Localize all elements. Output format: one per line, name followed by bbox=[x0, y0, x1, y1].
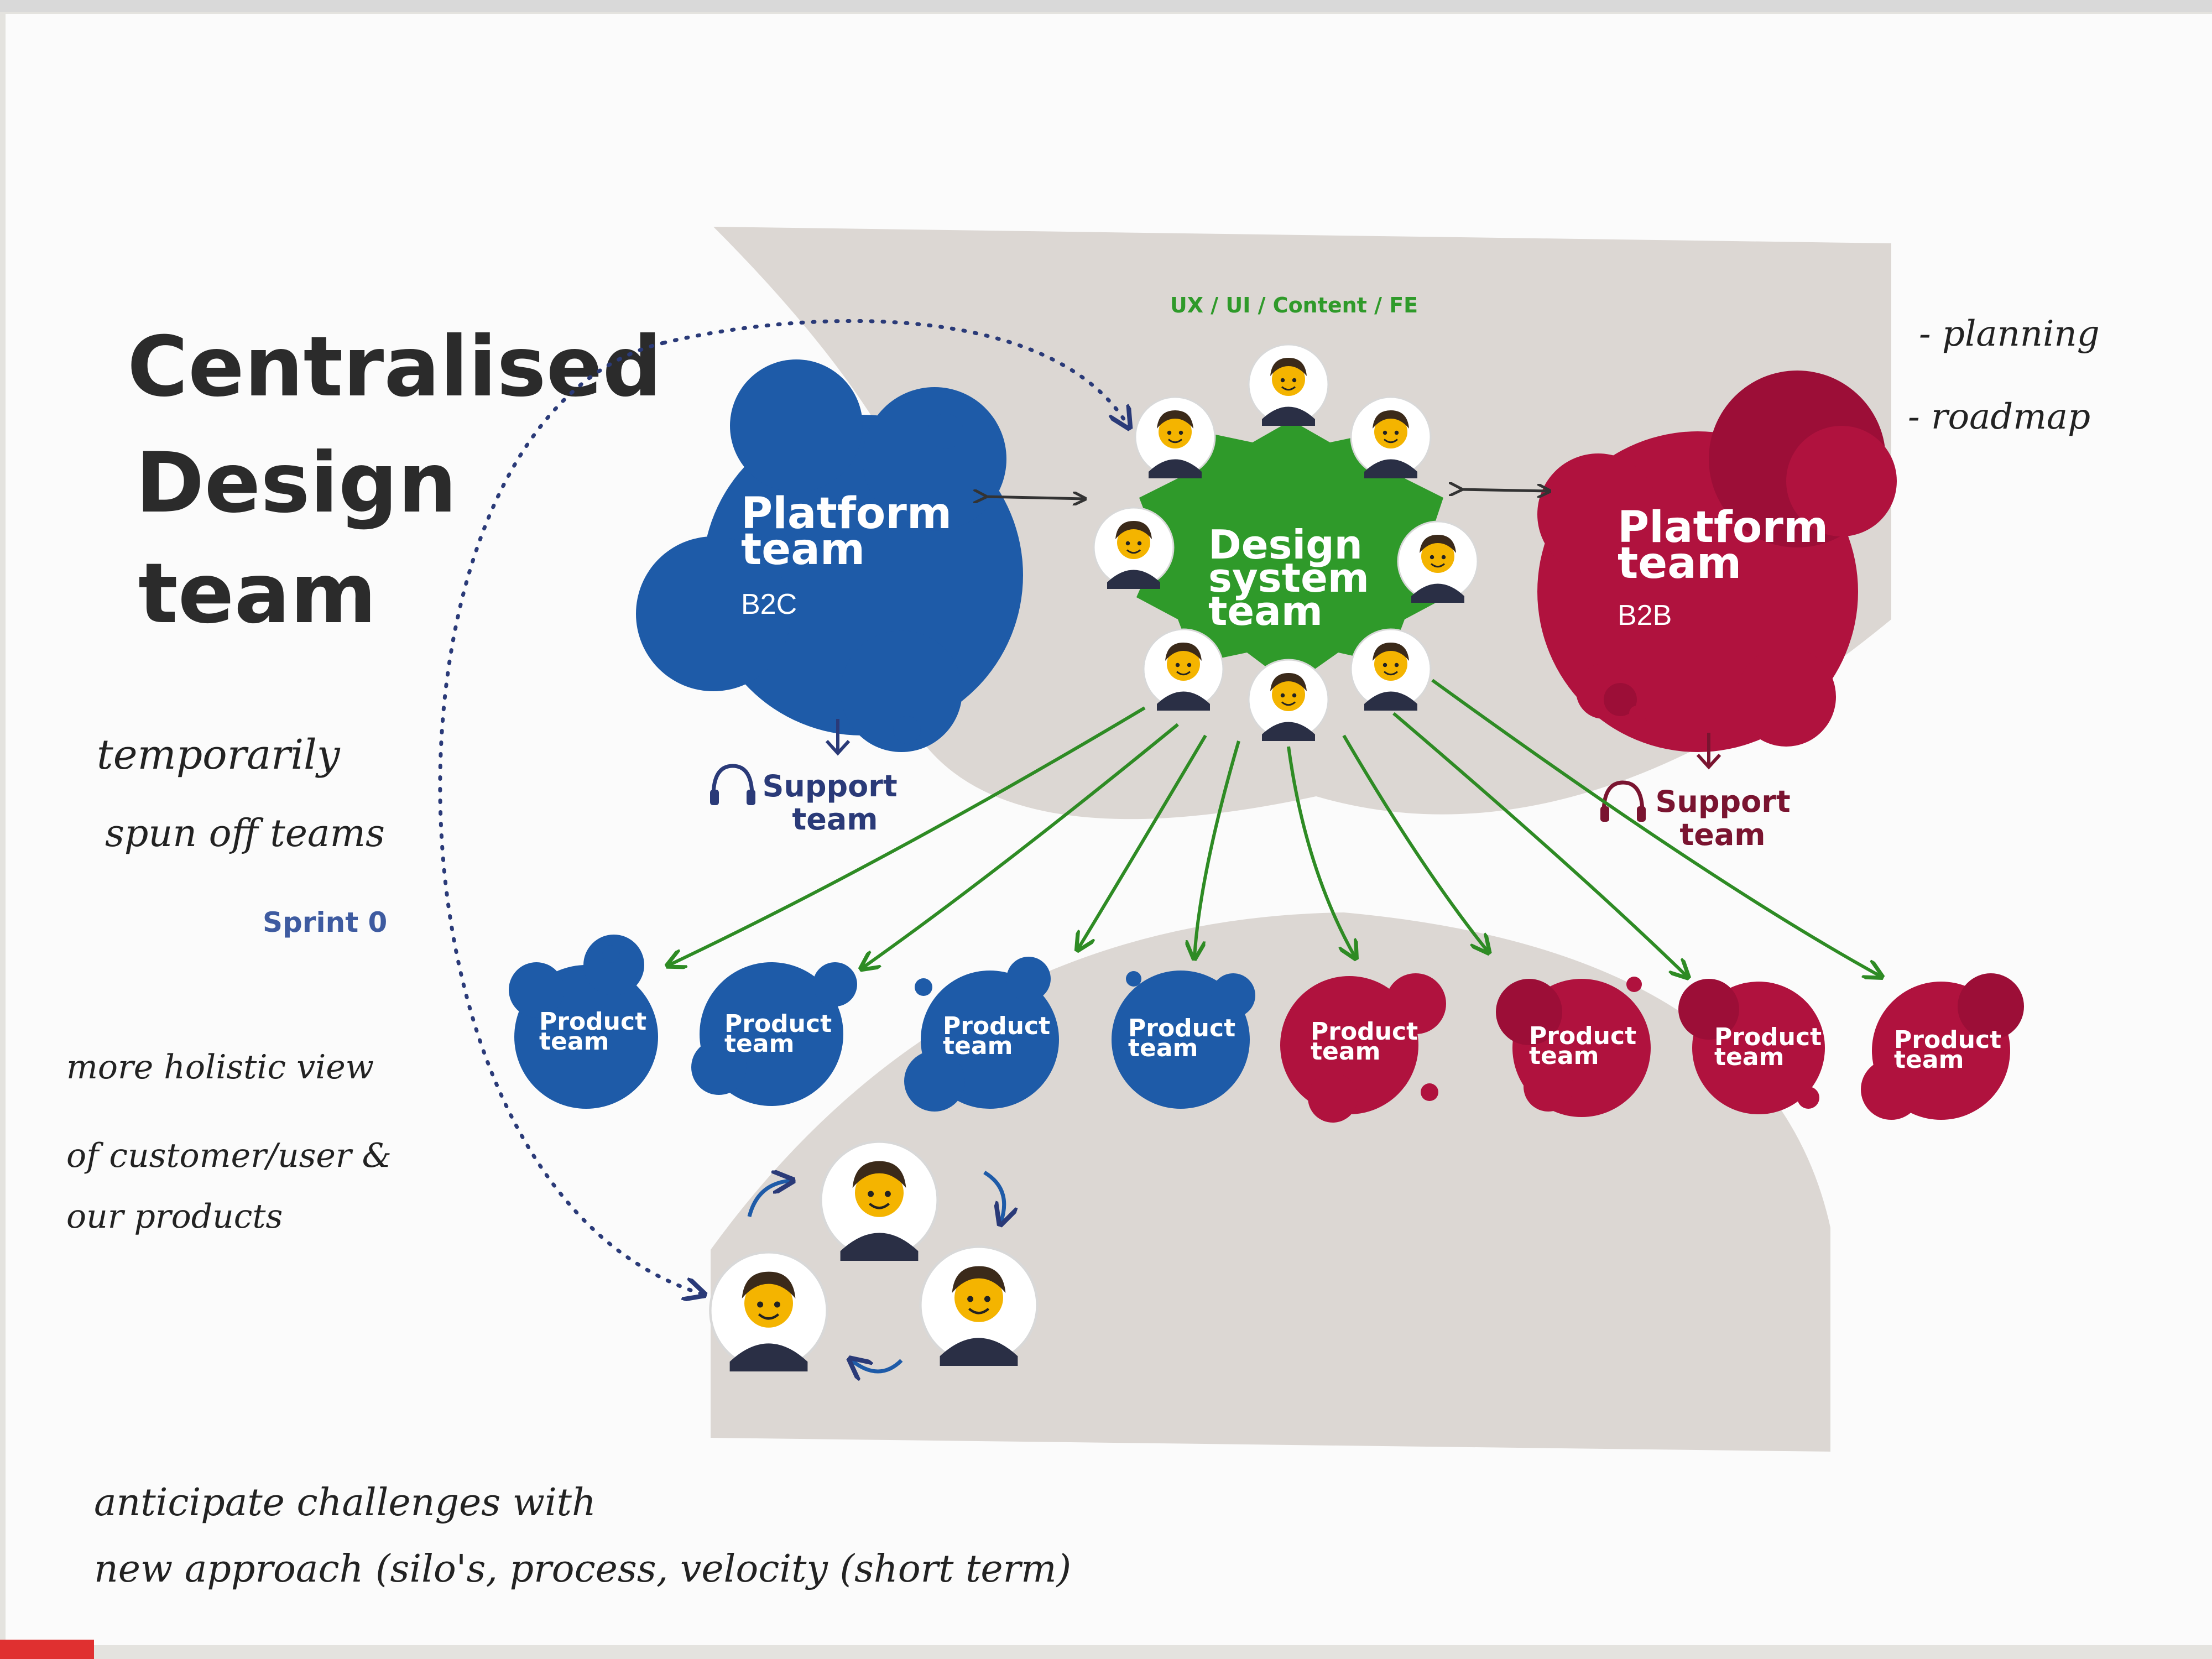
platform-b2c-code: B2C bbox=[741, 588, 797, 620]
product-team-1-line-2: team bbox=[539, 1027, 609, 1056]
platform-team-b2c: Platform team B2C bbox=[636, 359, 1023, 752]
product-team-5-line-2: team bbox=[1311, 1037, 1380, 1066]
product-team-2-line-2: team bbox=[724, 1030, 794, 1058]
dotted-connector-arc bbox=[661, 319, 1128, 426]
product-team-7-line-1: Product bbox=[1714, 1023, 1822, 1051]
support-b2b-line-2: team bbox=[1679, 817, 1765, 852]
svg-text:Support team: Support team bbox=[763, 769, 908, 837]
browser-tab-strip bbox=[0, 0, 2212, 12]
product-team-6-line-2: team bbox=[1529, 1042, 1599, 1070]
cycle-arrow-icon bbox=[852, 1360, 903, 1371]
product-team-3-line-1: Product bbox=[943, 1012, 1050, 1040]
arrow-down-icon bbox=[1696, 733, 1721, 770]
avatar-icon bbox=[1350, 628, 1432, 711]
cycle-arrow-icon bbox=[983, 1170, 1004, 1222]
avatar-icon bbox=[1248, 659, 1329, 741]
avatar-icon bbox=[1093, 507, 1175, 589]
double-arrow-icon bbox=[1460, 489, 1548, 491]
support-b2b-line-1: Support bbox=[1656, 784, 1791, 819]
spun-off-team-cycle bbox=[710, 1141, 1037, 1371]
avatar-icon bbox=[1248, 343, 1329, 426]
title-line-3: team bbox=[138, 546, 377, 642]
product-team-1-line-1: Product bbox=[539, 1008, 646, 1036]
product-team-6-line-1: Product bbox=[1529, 1022, 1636, 1050]
platform-b2c-title-2: team bbox=[741, 525, 865, 575]
avatar-icon bbox=[1142, 628, 1224, 711]
svg-text:Design system team: Design system team bbox=[1208, 521, 1383, 634]
note-anticipate-2: new approach (silo's, process, velocity … bbox=[94, 1547, 1071, 1591]
avatar-icon bbox=[920, 1246, 1037, 1366]
arrow-down-icon bbox=[825, 719, 851, 756]
product-team-8-line-2: team bbox=[1894, 1046, 1964, 1074]
design-system-title-3: team bbox=[1208, 588, 1323, 634]
svg-text:Platform team: Platform team bbox=[1618, 503, 1843, 588]
note-holistic-3: our products bbox=[66, 1197, 283, 1236]
support-team-b2b: Support team bbox=[1600, 733, 1801, 852]
support-b2c-line-2: team bbox=[792, 802, 878, 837]
product-team-2-line-1: Product bbox=[724, 1010, 832, 1038]
title-line-2: Design bbox=[135, 435, 457, 531]
platform-b2b-title-1: Platform bbox=[1618, 503, 1828, 552]
note-holistic-2: of customer/user & bbox=[66, 1136, 392, 1175]
note-temporarily: temporarily bbox=[97, 731, 341, 779]
note-roadmap: - roadmap bbox=[1908, 397, 2090, 437]
avatar-icon bbox=[1350, 396, 1432, 478]
title-line-1: Centralised bbox=[127, 319, 662, 415]
sprint-label: Sprint 0 bbox=[263, 906, 387, 938]
avatar-icon bbox=[1397, 520, 1479, 603]
headphones-icon bbox=[1600, 780, 1646, 822]
green-connector-arrows bbox=[669, 679, 1880, 976]
headphones-icon bbox=[710, 764, 755, 805]
platform-b2c-title-1: Platform bbox=[741, 489, 952, 539]
dotted-connector-down bbox=[438, 341, 702, 1294]
double-arrow-icon bbox=[984, 497, 1084, 499]
svg-text:Platform team: Platform team bbox=[741, 489, 967, 575]
roles-label: UX / UI / Content / FE bbox=[1170, 293, 1418, 317]
design-system-title-1: Design bbox=[1208, 521, 1363, 568]
note-holistic-1: more holistic view bbox=[66, 1048, 374, 1087]
corner-tab bbox=[0, 1640, 94, 1659]
product-team-4-line-2: team bbox=[1128, 1034, 1198, 1062]
product-team-5-line-1: Product bbox=[1311, 1018, 1418, 1046]
avatar-icon bbox=[821, 1141, 937, 1261]
product-team-4-line-1: Product bbox=[1128, 1014, 1235, 1042]
note-planning: - planning bbox=[1919, 314, 2100, 354]
note-spun-off: spun off teams bbox=[105, 812, 385, 855]
platform-b2b-title-2: team bbox=[1618, 539, 1741, 588]
svg-text:Centralised Design tea: Centralised Design team bbox=[127, 319, 691, 642]
avatar-icon bbox=[1134, 396, 1216, 478]
design-system-team: Design system team bbox=[1136, 420, 1446, 686]
svg-text:Support team: Support team bbox=[1656, 784, 1801, 852]
design-system-title-2: system bbox=[1208, 555, 1369, 601]
product-team-7-line-2: team bbox=[1714, 1043, 1784, 1071]
product-team-8-line-1: Product bbox=[1894, 1026, 2001, 1054]
product-team-3-line-2: team bbox=[943, 1032, 1013, 1060]
handwritten-notes: - planning - roadmap temporarily spun of… bbox=[66, 314, 2100, 1591]
platform-team-b2b: Platform team B2B bbox=[1537, 371, 1897, 752]
note-anticipate-1: anticipate challenges with bbox=[94, 1481, 596, 1525]
platform-b2b-code: B2B bbox=[1618, 599, 1672, 632]
avatar-icon bbox=[710, 1252, 827, 1371]
cycle-arrow-icon bbox=[747, 1181, 791, 1217]
support-team-b2c: Support team bbox=[710, 719, 908, 837]
support-b2c-line-1: Support bbox=[763, 769, 898, 804]
